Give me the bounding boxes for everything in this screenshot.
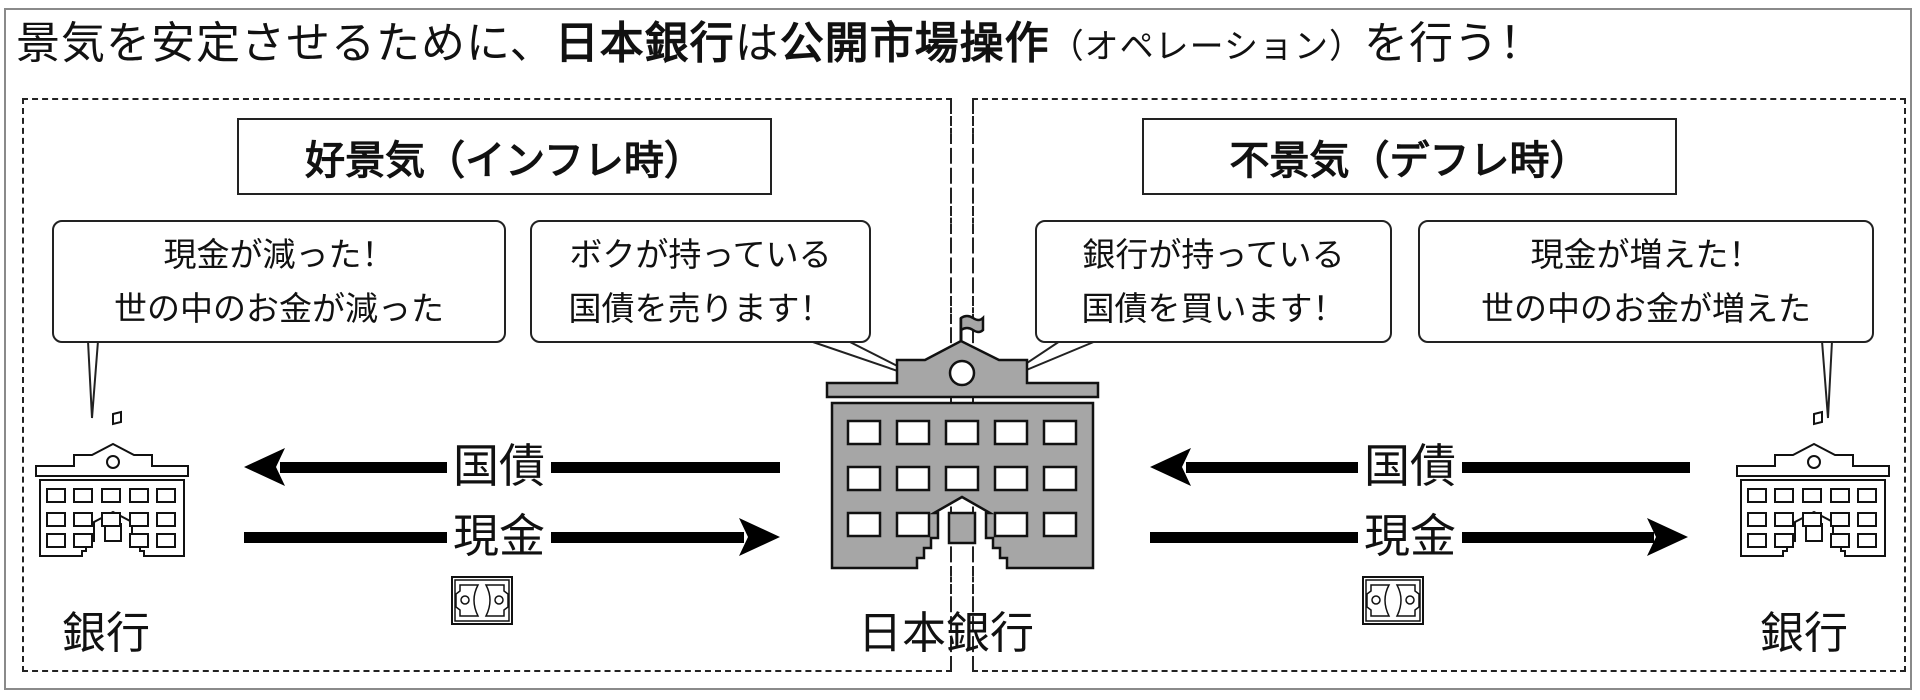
title-prefix: 景気を安定させるために、 — [16, 18, 555, 69]
flow-label-bonds-left: 国債 — [447, 438, 551, 494]
page-title: 景気を安定させるために、日本銀行は公開市場操作（オペレーション）を行う！ — [16, 12, 1544, 79]
bubble-line: 国債を買います！ — [1081, 288, 1346, 328]
bubble-line: 世の中のお金が減った — [114, 288, 444, 328]
bank-label-left: 銀行 — [62, 608, 150, 659]
flow-label-cash-right: 現金 — [1358, 508, 1462, 564]
bubble-line: 銀行が持っている — [1082, 234, 1345, 274]
title-operation: 公開市場操作 — [779, 18, 1050, 69]
speech-bubble-right-bank: 現金が増えた！ 世の中のお金が増えた — [1418, 220, 1874, 343]
title-actor: 日本銀行 — [554, 18, 735, 69]
bubble-line: ボクが持っている — [569, 234, 832, 274]
bubble-line: 現金が増えた！ — [1530, 234, 1762, 274]
deflation-scene-title: 不景気（デフレ時） — [1142, 118, 1677, 195]
bubble-line: 世の中のお金が増えた — [1481, 288, 1811, 328]
title-particle: は — [734, 18, 780, 69]
title-suffix: を行う！ — [1364, 18, 1545, 69]
bank-label-right: 銀行 — [1760, 608, 1848, 659]
central-bank-label: 日本銀行 — [858, 608, 1034, 659]
title-operation-reading: （オペレーション） — [1049, 27, 1365, 67]
outer-frame — [4, 8, 1912, 690]
bubble-line: 現金が減った！ — [163, 234, 395, 274]
speech-bubble-left-boj: ボクが持っている 国債を売ります！ — [530, 220, 871, 343]
bubble-line: 国債を売ります！ — [568, 288, 833, 328]
speech-bubble-left-bank: 現金が減った！ 世の中のお金が減った — [52, 220, 506, 343]
inflation-scene-title: 好景気（インフレ時） — [237, 118, 772, 195]
speech-bubble-right-boj: 銀行が持っている 国債を買います！ — [1035, 220, 1392, 343]
flow-label-bonds-right: 国債 — [1358, 438, 1462, 494]
flow-label-cash-left: 現金 — [447, 508, 551, 564]
